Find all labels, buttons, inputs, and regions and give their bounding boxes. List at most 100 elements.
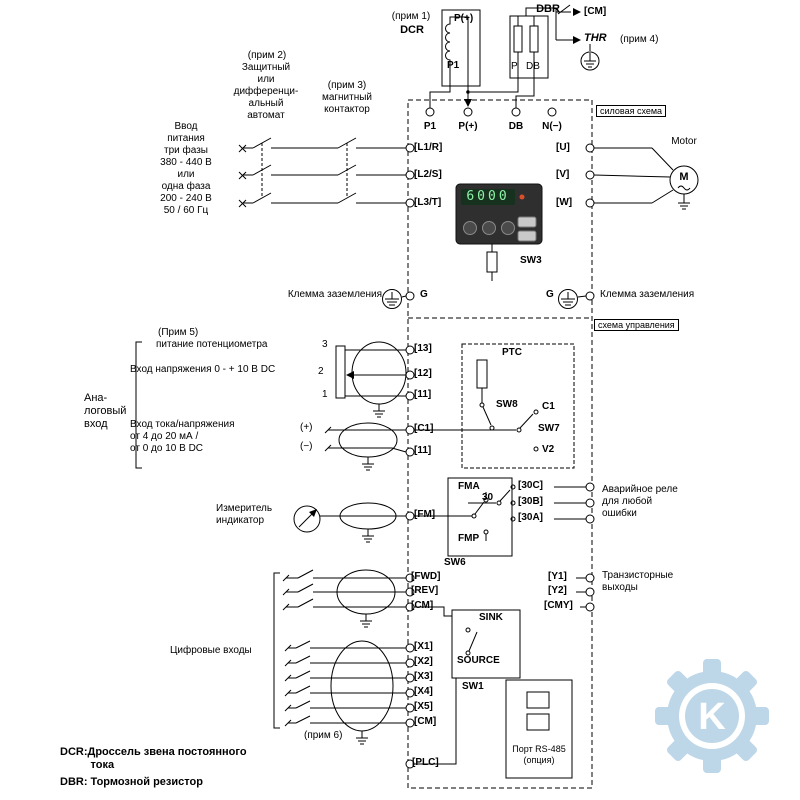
sink-label: SINK	[479, 612, 503, 623]
ground-label-left: Клемма заземления	[287, 289, 382, 300]
terminal-fm: [FM]	[414, 509, 436, 520]
fma-label: FMA	[458, 481, 480, 492]
ground-g-right: G	[546, 289, 554, 300]
terminal-x2: [X2]	[414, 656, 433, 667]
rs485-option-box	[505, 679, 573, 779]
terminal-12: [12]	[414, 368, 432, 379]
digital-input-lines	[273, 572, 406, 745]
keypad-display: 6000	[461, 189, 515, 205]
ptc-label: PTC	[502, 347, 522, 358]
motor-label: Motor	[671, 136, 697, 147]
terminal-11: [11]	[414, 389, 432, 400]
dcr-p1-label: P1	[447, 60, 460, 71]
terminal-v: [V]	[556, 169, 570, 180]
alarm-relay-contacts	[468, 484, 586, 522]
contactor-label: магнитный контактор	[321, 92, 373, 115]
v2-contact-label: V2	[542, 444, 555, 455]
ground-terminals	[382, 289, 587, 309]
watermark-letter: K	[698, 696, 726, 738]
terminal-30c: [30C]	[518, 480, 544, 491]
terminal-13: [13]	[414, 343, 432, 354]
sw1-label: SW1	[462, 681, 484, 692]
power-input-label: Ввод питания три фазы 380 - 440 В или од…	[160, 121, 212, 216]
footer-dcr-note: DCR:Дроссель звена постоянного тока	[60, 746, 247, 772]
terminal-x3: [X3]	[414, 671, 433, 682]
terminal-y1: [Y1]	[548, 571, 567, 582]
terminal-l1r: [L1/R]	[414, 142, 443, 153]
arrowheads	[309, 8, 581, 517]
terminal-p1: P1	[423, 121, 437, 132]
note-3-label: (прим 3)	[327, 80, 367, 91]
current-input-lines	[324, 422, 407, 471]
motor-symbol-letter: M	[679, 171, 689, 183]
fma-fmp-switch-box	[414, 477, 513, 557]
sw7-label: SW7	[538, 423, 560, 434]
footer-dbr-note: DBR: Тормозной резистор	[60, 776, 203, 788]
voltage-input-label: Вход напряжения 0 - + 10 В DC	[130, 364, 276, 375]
digital-inputs-label: Цифровые входы	[170, 645, 252, 656]
note-6-label: (прим 6)	[304, 730, 343, 741]
terminal-y2: [Y2]	[548, 585, 567, 596]
dcr-title: DCR	[400, 24, 424, 36]
note-5-label: (Прим 5)	[158, 327, 199, 338]
terminal-l2s: [L2/S]	[414, 169, 442, 180]
terminal-u: [U]	[556, 142, 570, 153]
current-input-label: Вход тока/напряжения от 4 до 20 мА / от …	[130, 419, 235, 454]
power-circuit-tag: силовая схема	[596, 105, 667, 117]
sw3-label: SW3	[520, 255, 542, 266]
dbr-title: DBR	[536, 3, 560, 15]
ground-g-left: G	[420, 289, 428, 300]
potentiometer-symbol	[335, 341, 407, 418]
transistor-outputs-label: Транзисторные выходы	[602, 570, 674, 593]
note-4-label: (прим 4)	[620, 34, 659, 45]
terminal-c1: [C1]	[414, 423, 434, 434]
terminal-n-minus: N(−)	[542, 121, 562, 132]
breaker-label: Защитный или дифференци- альный автомат	[233, 62, 299, 121]
watermark-gear-logo: K	[655, 659, 769, 773]
terminal-p-plus: P(+)	[458, 121, 478, 132]
earth-symbol-top	[580, 44, 600, 71]
plus-label: (+)	[300, 422, 313, 433]
alarm-relay-label: Аварийное реле для любой ошибки	[602, 484, 678, 519]
terminal-30b: [30B]	[518, 496, 544, 507]
relay-common-label: 30	[482, 492, 494, 503]
source-label: SOURCE	[457, 655, 500, 666]
sw6-label: SW6	[444, 557, 466, 568]
dcr-p-plus-label: P(+)	[454, 13, 474, 24]
dbr-p-label: P	[511, 61, 518, 72]
rs485-label: Порт RS-485 (опция)	[512, 744, 566, 765]
terminal-30a: [30A]	[518, 512, 544, 523]
terminal-cm: [CM]	[411, 600, 434, 611]
terminal-x1: [X1]	[414, 641, 433, 652]
meter-label: Измеритель индикатор	[216, 503, 273, 526]
terminal-rev: [REV]	[411, 585, 439, 596]
analog-input-group-label: Ана- логовый вход	[84, 392, 127, 431]
ground-label-right: Клемма заземления	[600, 289, 695, 300]
meter-symbol	[293, 502, 406, 543]
command-input-lines	[282, 569, 586, 628]
note-2-label: (прим 2)	[247, 50, 287, 61]
dbr-db-label: DB	[526, 61, 540, 72]
dbr-resistor-symbol	[470, 4, 573, 108]
terminal-cmy: [CMY]	[544, 600, 573, 611]
control-circuit-tag: схема управления	[594, 319, 679, 331]
terminal-x5: [X5]	[414, 701, 433, 712]
terminal-plc: [PLC]	[412, 757, 439, 768]
fmp-label: FMP	[458, 533, 480, 544]
ptc-switch-box	[414, 343, 575, 469]
terminal-cm2: [CM]	[414, 716, 437, 727]
sink-source-switch-box	[414, 606, 521, 765]
cm-output-label: [CM]	[584, 6, 607, 17]
terminal-w: [W]	[556, 197, 573, 208]
c1-contact-label: C1	[542, 401, 555, 412]
pot-pin-2: 2	[318, 366, 324, 377]
thr-output-label: THR	[584, 32, 607, 44]
terminal-x4: [X4]	[414, 686, 433, 697]
note-1-label: (прим 1)	[391, 11, 431, 22]
sw3-resistor-symbol	[486, 244, 498, 281]
pot-pin-3: 3	[322, 339, 328, 350]
analog-group-bracket	[135, 341, 142, 469]
terminal-11-current: [11]	[414, 445, 432, 456]
terminal-l3t: [L3/T]	[414, 197, 442, 208]
